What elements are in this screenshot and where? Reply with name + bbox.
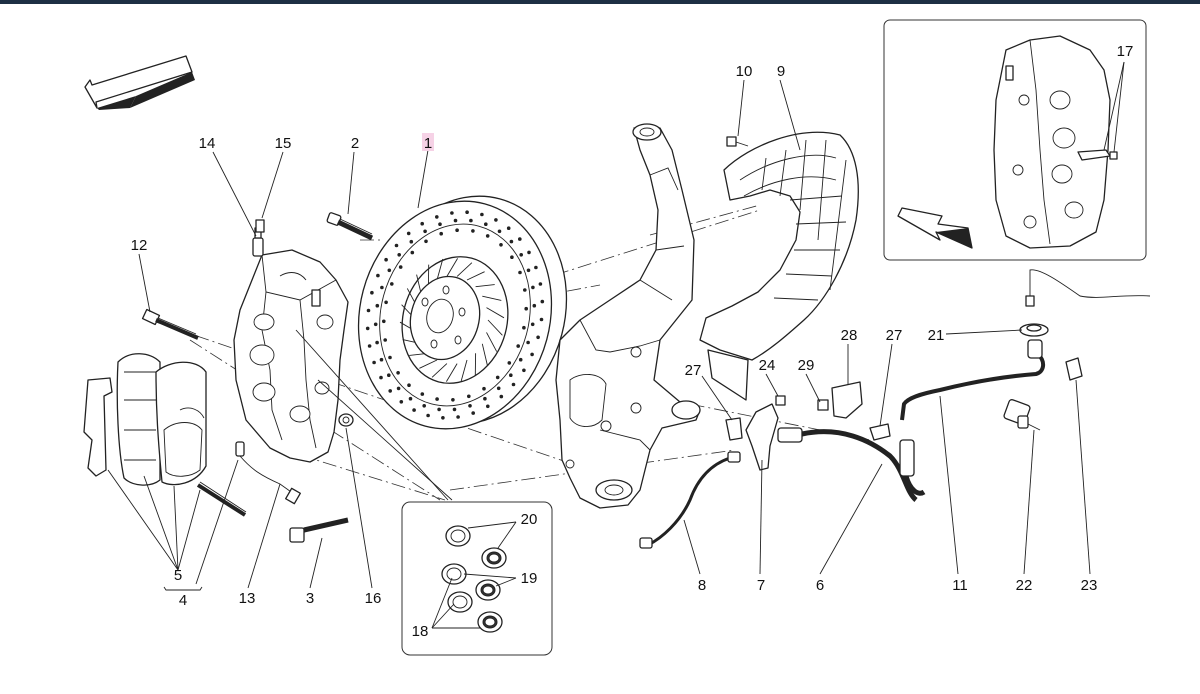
highlight-box (422, 133, 434, 151)
brake-pads[interactable] (83, 353, 207, 486)
label-5[interactable]: 5 (174, 567, 182, 584)
inset-direction-arrow-icon (897, 207, 973, 249)
label-8[interactable]: 8 (698, 577, 706, 594)
caliper-nut[interactable] (338, 413, 354, 427)
brake-sensor[interactable] (1003, 399, 1041, 431)
duct-screw[interactable] (726, 136, 749, 147)
label-27b[interactable]: 27 (886, 327, 903, 344)
direction-arrow-icon (84, 55, 195, 110)
bleed-screw[interactable] (252, 219, 265, 257)
label-18[interactable]: 18 (412, 623, 429, 640)
disc-drill-holes (365, 210, 545, 420)
label-12[interactable]: 12 (131, 237, 148, 254)
label-21[interactable]: 21 (928, 327, 945, 344)
seal-rings[interactable] (441, 525, 507, 633)
label-22[interactable]: 22 (1016, 577, 1033, 594)
disc-bolt[interactable] (326, 212, 374, 241)
label-19[interactable]: 19 (521, 570, 538, 587)
brake-hose-6[interactable] (777, 427, 926, 502)
label-11[interactable]: 11 (952, 577, 968, 594)
brake-caliper[interactable] (233, 249, 349, 463)
label-28[interactable]: 28 (841, 327, 858, 344)
caliper-mounting-bolt[interactable] (289, 517, 349, 543)
caliper-bolt[interactable] (141, 308, 199, 340)
label-24[interactable]: 24 (759, 357, 776, 374)
part-labels: 1 2 14 15 12 5 4 13 3 16 20 19 18 8 7 6 … (131, 43, 1134, 640)
label-27a[interactable]: 27 (685, 362, 702, 379)
label-14[interactable]: 14 (199, 135, 216, 152)
label-16[interactable]: 16 (365, 590, 382, 607)
hose-bracket[interactable] (725, 395, 786, 471)
label-10[interactable]: 10 (736, 63, 753, 80)
hose-clips[interactable] (817, 381, 891, 441)
label-1[interactable]: 1 (424, 135, 432, 152)
label-3[interactable]: 3 (306, 590, 314, 607)
label-20[interactable]: 20 (521, 511, 538, 528)
label-4[interactable]: 4 (179, 592, 187, 609)
caliper-detail[interactable] (993, 35, 1118, 249)
label-23[interactable]: 23 (1081, 577, 1098, 594)
top-bar (0, 0, 1200, 4)
brake-cooling-duct[interactable] (699, 131, 859, 401)
label-2[interactable]: 2 (351, 135, 359, 152)
label-7[interactable]: 7 (757, 577, 765, 594)
label-6[interactable]: 6 (816, 577, 824, 594)
grommet[interactable] (1019, 323, 1049, 337)
brake-disc[interactable] (333, 174, 591, 450)
caliper-detail-inset (883, 19, 1147, 261)
label-17[interactable]: 17 (1117, 43, 1134, 60)
seal-kit-inset (401, 501, 553, 656)
brake-hose-8[interactable] (639, 451, 741, 549)
label-9[interactable]: 9 (777, 63, 785, 80)
brake-line-11[interactable] (900, 269, 1151, 421)
wear-sensor-wire[interactable] (235, 441, 301, 505)
steering-knuckle[interactable] (555, 123, 701, 509)
label-13[interactable]: 13 (239, 590, 256, 607)
pad-retaining-pin[interactable] (196, 481, 247, 517)
label-29[interactable]: 29 (798, 357, 815, 374)
sensor-clip[interactable] (1065, 357, 1083, 381)
label-15[interactable]: 15 (275, 135, 292, 152)
leader-lines (107, 61, 1125, 629)
